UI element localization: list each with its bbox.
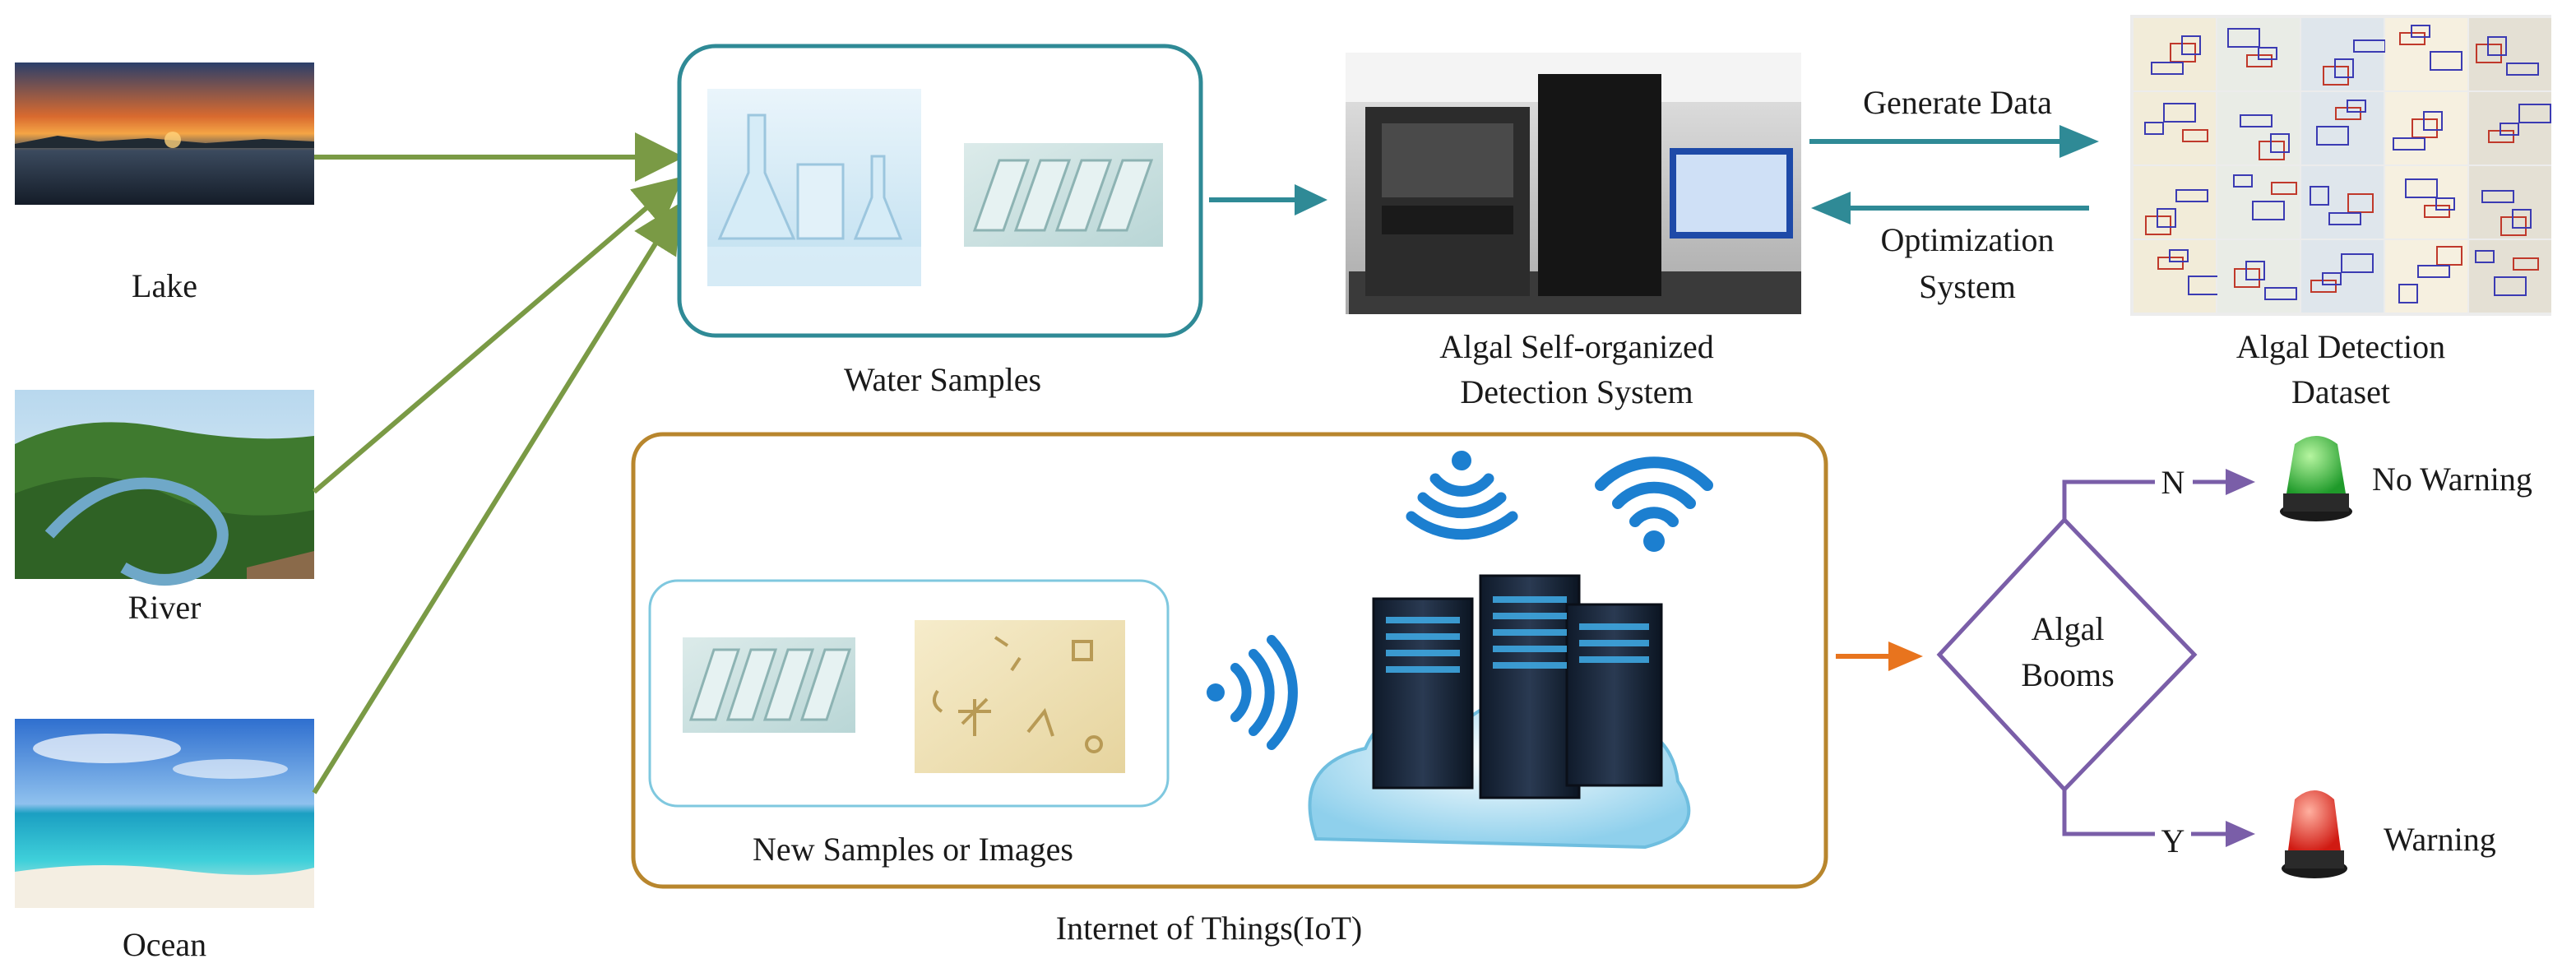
- detection-box: [2417, 265, 2450, 278]
- green-beacon-icon: [2280, 436, 2352, 521]
- detection-box: [2328, 212, 2361, 225]
- detection-box: [2423, 111, 2443, 131]
- river-arrow: [313, 176, 684, 494]
- detection-system-label-line2: Detection System: [1460, 373, 1693, 410]
- iot-label: Internet of Things(IoT): [1056, 910, 1362, 947]
- detection-box: [2398, 284, 2418, 303]
- wifi-signal-icon: [1406, 451, 1518, 540]
- no-branch-arrow: [2062, 469, 2255, 520]
- detection-box: [2233, 174, 2253, 188]
- detection-box: [2310, 186, 2329, 206]
- detection-box: [2500, 123, 2519, 136]
- detection-box: [2175, 189, 2208, 202]
- dataset-tile: [2385, 18, 2467, 90]
- detection-box: [2513, 257, 2539, 271]
- detection-box: [2169, 249, 2189, 262]
- detection-box: [2144, 122, 2164, 135]
- ocean-arrow: [312, 201, 682, 794]
- detection-box: [2411, 25, 2430, 38]
- ocean-photo: [15, 719, 314, 908]
- wifi-icon: [1595, 456, 1713, 552]
- detection-box: [2227, 28, 2260, 48]
- river-label: River: [128, 589, 202, 626]
- detection-box: [2316, 126, 2349, 146]
- dataset-tile: [2134, 18, 2216, 90]
- detection-box: [2435, 197, 2455, 211]
- detection-box: [2405, 178, 2438, 198]
- generate-data-arrow: [1809, 125, 2099, 158]
- detection-box: [2506, 63, 2539, 76]
- yes-label: Y: [2161, 822, 2185, 859]
- dataset-mosaic: [2130, 15, 2551, 316]
- detection-box: [2264, 287, 2297, 300]
- optimization-label-line1: Optimization: [1880, 221, 2054, 258]
- dataset-tile: [2301, 92, 2384, 164]
- new-slides-image: [683, 637, 855, 733]
- slides-image: [964, 143, 1163, 247]
- dataset-label-line1: Algal Detection: [2236, 328, 2445, 365]
- detection-system-label-line1: Algal Self-organized: [1439, 328, 1714, 365]
- detection-box: [2430, 51, 2462, 71]
- no-label: N: [2161, 464, 2185, 501]
- river-photo: [15, 390, 314, 586]
- yes-branch-arrow: [2062, 790, 2255, 847]
- dataset-tile: [2301, 240, 2384, 313]
- detection-box: [2322, 272, 2342, 285]
- detection-box: [2157, 208, 2176, 228]
- detection-box: [2347, 100, 2366, 113]
- detection-box: [2334, 58, 2354, 78]
- detection-box: [2182, 129, 2208, 142]
- water-samples-label: Water Samples: [844, 361, 1041, 398]
- detection-box: [2512, 209, 2532, 229]
- detection-system-photo: [1346, 53, 1801, 314]
- samples-to-system-arrow: [1209, 184, 1327, 215]
- generate-data-label: Generate Data: [1863, 84, 2052, 121]
- new-samples-label: New Samples or Images: [753, 831, 1073, 868]
- detection-box: [2258, 47, 2277, 60]
- detection-box: [2245, 261, 2265, 280]
- source-arrows: [312, 132, 684, 794]
- cloud-server-icon: [1308, 574, 1691, 850]
- detection-box: [2518, 104, 2551, 123]
- dataset-tile: [2469, 92, 2551, 164]
- glassware-image: [707, 89, 921, 286]
- ocean-label: Ocean: [123, 926, 206, 963]
- detection-box: [2487, 36, 2507, 56]
- decision-label-line1: Algal: [2032, 610, 2105, 647]
- algal-booms-decision: [1936, 516, 2198, 793]
- detection-box: [2151, 62, 2184, 75]
- detection-box: [2240, 114, 2273, 127]
- detection-box: [2475, 250, 2495, 263]
- microscope-image: [915, 620, 1125, 773]
- decision-label-line2: Booms: [2021, 656, 2114, 693]
- lake-label: Lake: [132, 267, 197, 304]
- detection-box: [2494, 276, 2527, 296]
- detection-box: [2341, 253, 2374, 273]
- optimization-label-line2: System: [1919, 268, 2016, 305]
- dataset-label-line2: Dataset: [2291, 373, 2390, 410]
- detection-box: [2481, 190, 2514, 203]
- detection-box: [2271, 182, 2297, 195]
- detection-box: [2252, 201, 2285, 220]
- detection-box: [2181, 35, 2201, 55]
- optimization-arrow: [1811, 192, 2089, 225]
- dataset-tile: [2301, 166, 2384, 239]
- broadcast-icon: [1207, 635, 1298, 750]
- detection-box: [2270, 133, 2290, 153]
- warning-label: Warning: [2384, 821, 2496, 858]
- detection-box: [2163, 103, 2196, 123]
- dataset-tile: [2385, 92, 2467, 164]
- lake-photo: [15, 63, 314, 205]
- red-beacon-icon: [2282, 790, 2347, 878]
- detection-box: [2393, 137, 2425, 151]
- dataset-tile: [2469, 18, 2551, 90]
- dataset-tile: [2301, 18, 2384, 90]
- no-warning-label: No Warning: [2372, 461, 2532, 498]
- iot-to-decision-arrow: [1836, 641, 1923, 671]
